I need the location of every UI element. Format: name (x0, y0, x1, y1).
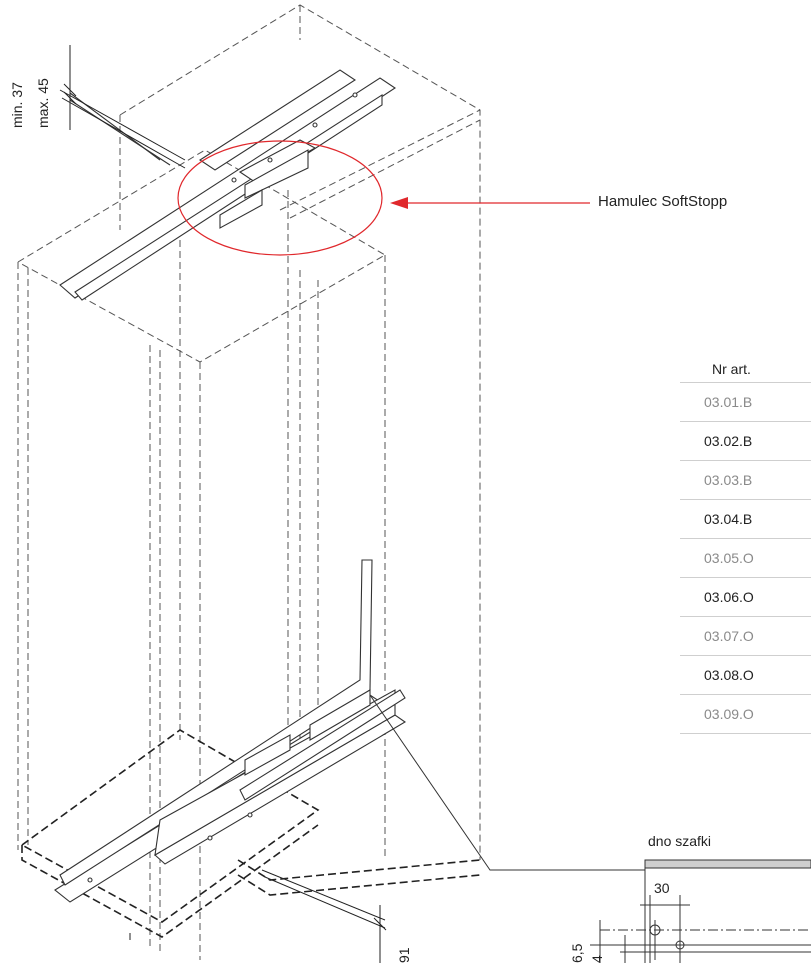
bottom-rail (54, 559, 407, 940)
rail-spacing-min-label: min. 37 (9, 82, 25, 128)
dimension-lines-top (59, 45, 186, 169)
article-table: Nr art. 03.01.B 03.02.B 03.03.B 03.04.B … (680, 356, 811, 734)
cabinet-base (21, 729, 481, 938)
dimension-lines-bottom (261, 869, 387, 963)
table-row: 03.08.O (680, 656, 811, 695)
table-row: 03.02.B (680, 422, 811, 461)
table-row: 03.03.B (680, 461, 811, 500)
table-row: 03.05.O (680, 539, 811, 578)
table-row: 03.04.B (680, 500, 811, 539)
table-row: 03.01.B (680, 383, 811, 422)
top-rail (59, 69, 396, 301)
bottom-offset-label: 91 (396, 947, 412, 963)
table-row: 03.07.O (680, 617, 811, 656)
small-dim-b-label: 6,5 (569, 943, 585, 963)
detail-view (590, 859, 811, 963)
detail-label: dno szafki (648, 833, 712, 849)
softstopp-label: Hamulec SoftStopp (598, 193, 728, 210)
softstopp-arrow-head (390, 197, 408, 209)
rail-spacing-max-label: max. 45 (35, 78, 51, 128)
softstopp-highlight-ellipse (177, 140, 383, 256)
hole-offset-label: 30 (654, 880, 670, 896)
table-row: 03.06.O (680, 578, 811, 617)
article-table-header: Nr art. (680, 356, 811, 383)
detail-leader-line (369, 694, 645, 871)
small-dim-a-label: 4 (589, 955, 605, 963)
cabinet-outline (17, 4, 481, 960)
table-row: 03.09.O (680, 695, 811, 734)
